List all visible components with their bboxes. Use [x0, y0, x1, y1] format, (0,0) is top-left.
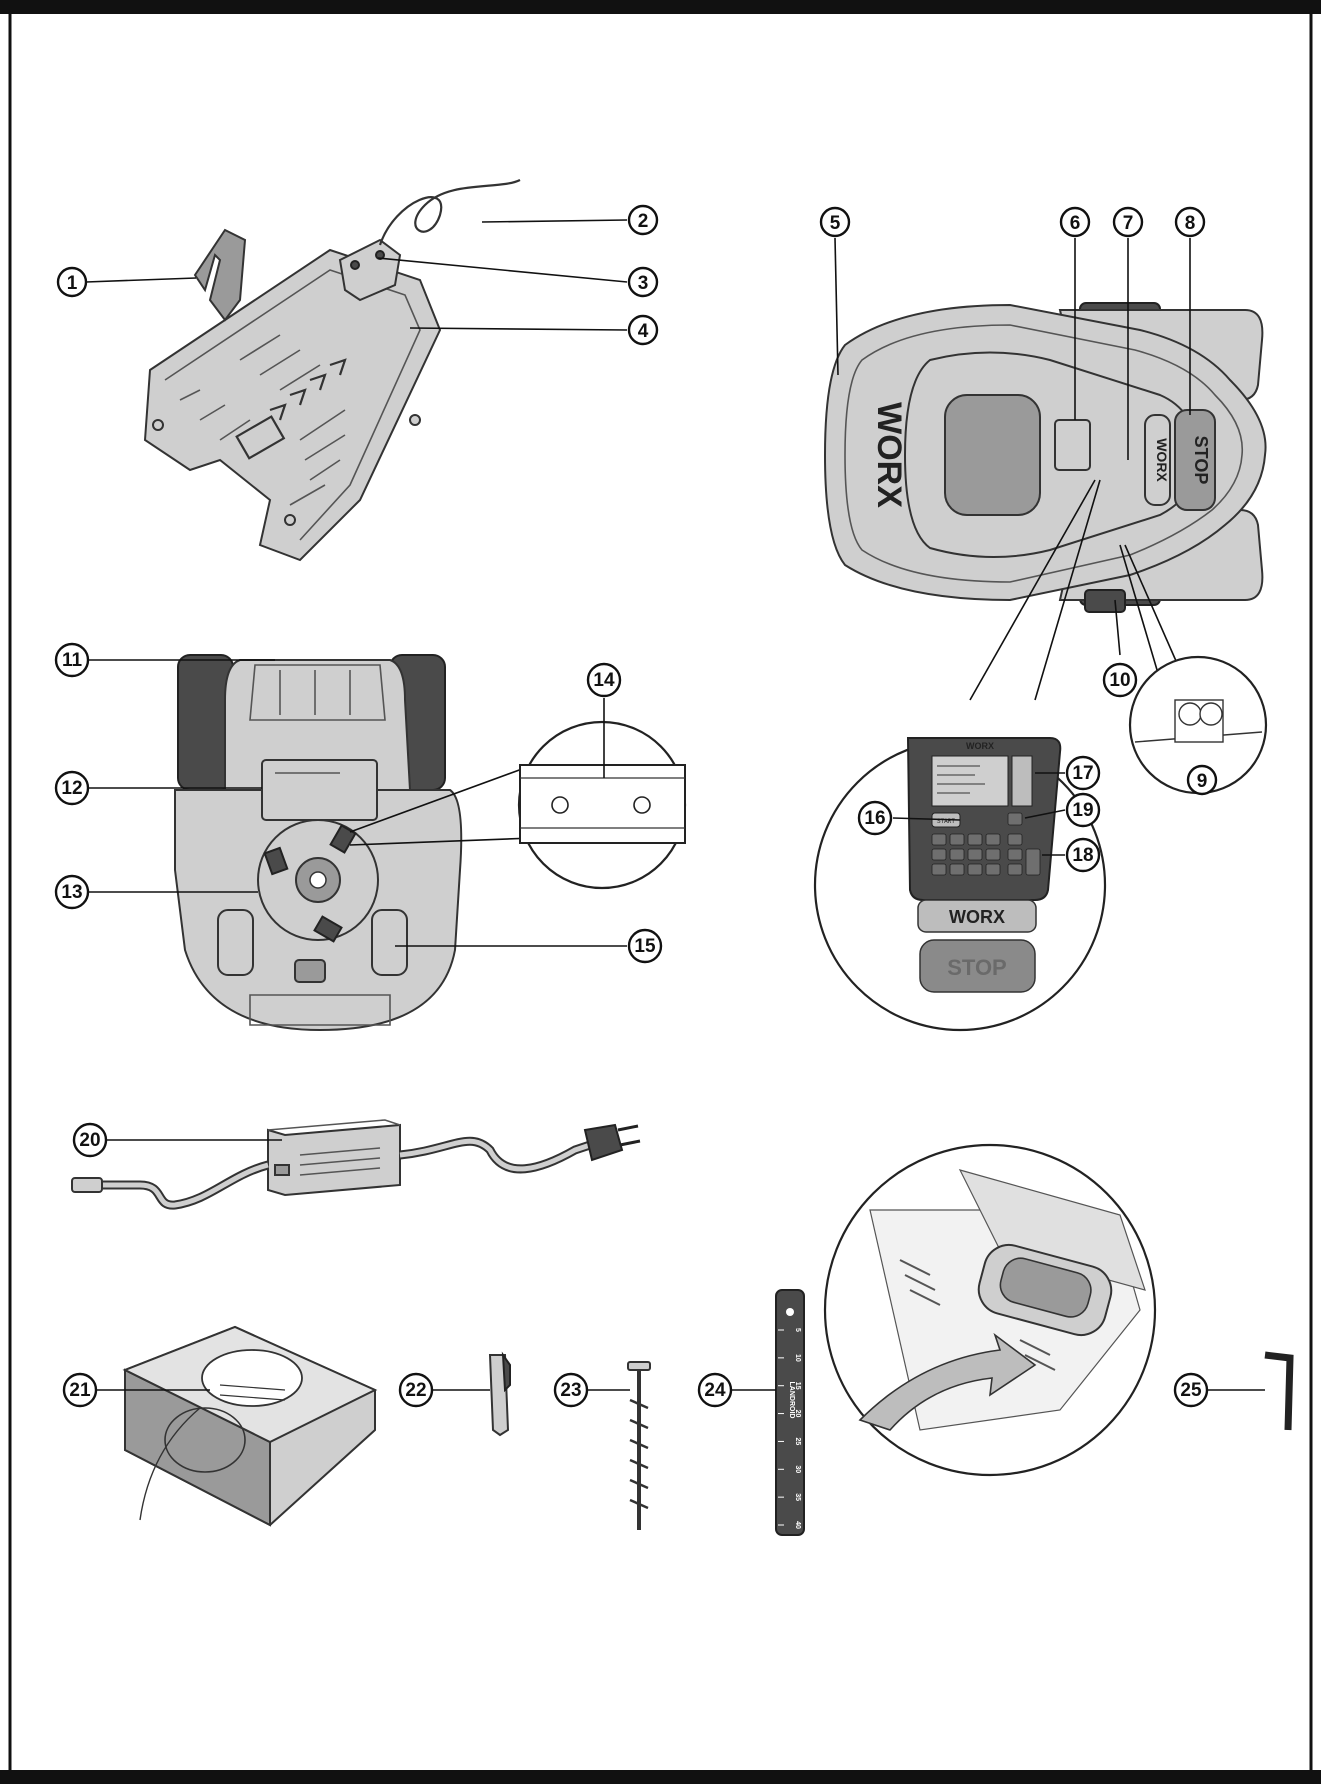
svg-text:24: 24	[704, 1380, 726, 1401]
ruler-tick-label: 30	[794, 1465, 801, 1473]
callout-13: 13	[54, 874, 90, 910]
svg-text:25: 25	[1180, 1380, 1202, 1401]
callout-12: 12	[54, 770, 90, 806]
callout-9: 9	[1186, 764, 1218, 796]
ruler-tick-label: 40	[794, 1521, 801, 1529]
callout-18: 18	[1065, 837, 1101, 873]
keypad	[931, 812, 1041, 876]
ruler-tick-label: 25	[794, 1438, 801, 1446]
hex-key	[1264, 1351, 1294, 1431]
ruler-tick-label: 5	[794, 1328, 801, 1332]
panel-worx-bar: WORX	[949, 907, 1005, 927]
callout-7: 7	[1112, 206, 1144, 238]
svg-text:7: 7	[1123, 213, 1134, 234]
panel-stop-bar: STOP	[947, 955, 1007, 980]
svg-text:11: 11	[62, 650, 83, 671]
svg-text:23: 23	[560, 1380, 581, 1401]
panel-logo: WORX	[966, 741, 994, 751]
ruler-ticks: 5 10 15 20 25 30 35 40	[778, 1328, 801, 1529]
start-button-label: START	[937, 818, 955, 825]
callout-21: 21	[62, 1372, 98, 1408]
mounting-screw	[627, 1361, 651, 1530]
svg-text:10: 10	[1109, 670, 1130, 691]
callout-20: 20	[72, 1122, 108, 1158]
svg-text:22: 22	[405, 1380, 426, 1401]
ruler-tick-label: 15	[794, 1382, 801, 1390]
mower-bottom-view	[174, 654, 463, 1032]
svg-text:16: 16	[864, 808, 885, 829]
svg-text:15: 15	[634, 936, 656, 957]
callout-17: 17	[1065, 755, 1101, 791]
svg-text:18: 18	[1072, 845, 1093, 866]
svg-text:17: 17	[1072, 763, 1093, 784]
leader-lines	[85, 219, 1265, 1391]
callout-4: 4	[627, 314, 659, 346]
ruler-brand: LANDROID	[788, 1382, 795, 1419]
callout-23: 23	[553, 1372, 589, 1408]
svg-text:20: 20	[79, 1130, 100, 1151]
callout-1: 1	[56, 266, 88, 298]
callout-2: 2	[627, 204, 659, 236]
svg-text:8: 8	[1185, 213, 1196, 234]
callout-6: 6	[1059, 206, 1091, 238]
charging-station	[143, 178, 521, 562]
stop-button	[1174, 409, 1216, 511]
ruler-tick-label: 20	[794, 1410, 801, 1418]
svg-text:13: 13	[61, 882, 82, 903]
callout-11: 11	[54, 642, 90, 678]
ruler-tick-label: 35	[794, 1493, 801, 1501]
callout-5: 5	[819, 206, 851, 238]
svg-text:21: 21	[69, 1380, 91, 1401]
svg-text:5: 5	[830, 213, 841, 234]
svg-text:6: 6	[1070, 213, 1081, 234]
charging-contacts-magnifier	[1119, 544, 1268, 795]
callout-16: 16	[857, 800, 893, 836]
svg-text:19: 19	[1072, 800, 1093, 821]
callout-24: 24	[697, 1372, 733, 1408]
ruler-tick-label: 10	[794, 1354, 801, 1362]
power-supply	[71, 1119, 641, 1210]
svg-text:4: 4	[638, 321, 649, 342]
callout-3: 3	[627, 266, 659, 298]
callout-14: 14	[586, 662, 622, 698]
callout-19: 19	[1065, 792, 1101, 828]
callout-labels: 1 2 3 4 5 6 7 8 9 10 11 12 13 14 15 16 1…	[54, 204, 1218, 1408]
callout-8: 8	[1174, 206, 1206, 238]
svg-text:2: 2	[638, 211, 649, 232]
callout-25: 25	[1173, 1372, 1209, 1408]
callout-15: 15	[627, 928, 663, 964]
wire-peg	[488, 1351, 511, 1437]
distance-ruler: LANDROID 5 10 15 20 25 30 35 40	[775, 1289, 805, 1536]
mower-top-view: WORX STOP WORX	[823, 302, 1267, 613]
callout-22: 22	[398, 1372, 434, 1408]
spare-box	[122, 1325, 378, 1527]
svg-text:3: 3	[638, 273, 649, 294]
svg-text:14: 14	[593, 670, 615, 691]
button-worx-label: WORX	[1154, 438, 1170, 482]
body-logo: WORX	[870, 402, 908, 508]
station-chevrons	[269, 358, 347, 421]
station-ribs	[179, 334, 346, 506]
svg-text:9: 9	[1197, 771, 1208, 792]
stop-button-label: STOP	[1191, 436, 1211, 485]
svg-text:1: 1	[67, 273, 78, 294]
svg-text:12: 12	[61, 778, 82, 799]
blade-magnifier	[349, 720, 687, 890]
installation-magnifier	[823, 1143, 1157, 1477]
callout-10: 10	[1102, 662, 1138, 698]
